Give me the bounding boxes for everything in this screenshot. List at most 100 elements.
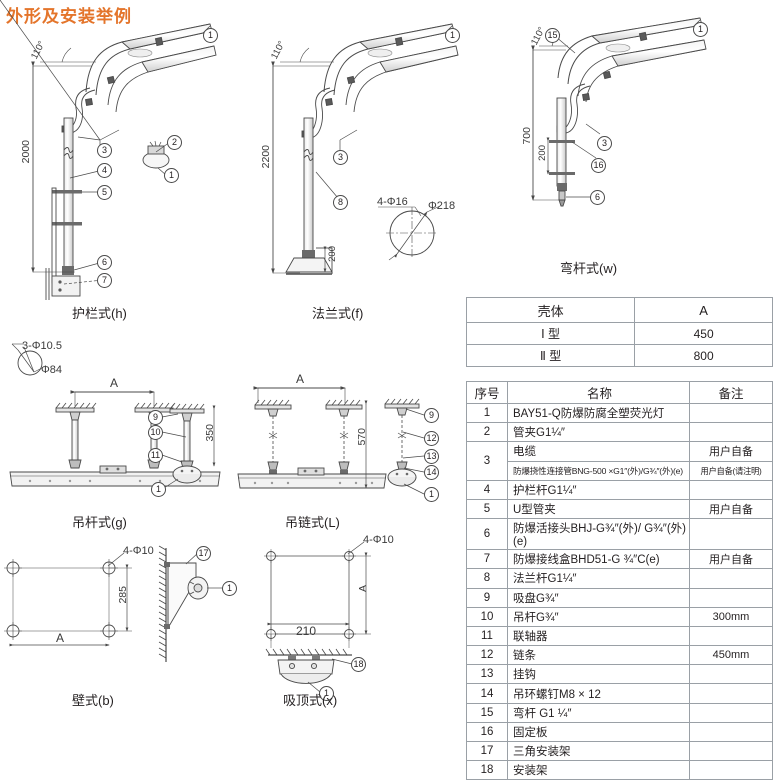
- dim-285-wall: 285: [117, 586, 129, 604]
- part-name: 安装架: [507, 760, 690, 780]
- dim-a-chain: A: [296, 372, 305, 386]
- part-remark: [689, 402, 773, 424]
- table-row: 18 安装架: [466, 760, 773, 780]
- caption-bentpole: 弯杆式(w): [560, 261, 618, 276]
- part-remark: [689, 721, 773, 743]
- part-no: 12: [466, 645, 508, 666]
- balloon-15-bent: 15: [545, 28, 560, 43]
- shell-header-a: A: [634, 297, 773, 323]
- part-name: 联轴器: [507, 625, 690, 647]
- balloon-11-rod: 11: [148, 448, 163, 463]
- table-row: 7 防爆接线盒BHD51-G ¾″C(e) 用户自备: [466, 549, 773, 570]
- part-name: 链条: [507, 645, 690, 666]
- caption-ceiling: 吸顶式(x): [283, 693, 338, 708]
- part-no: 6: [466, 518, 508, 551]
- dim-700-bent: 700: [521, 127, 533, 145]
- table-row-header: 壳体 A: [465, 297, 773, 323]
- part-no: 3: [466, 441, 508, 481]
- part-name: BAY51-Q防爆防腐全塑荧光灯: [507, 402, 690, 424]
- parts-header-remark: 备注: [689, 381, 773, 404]
- table-row: 16 固定板: [466, 721, 773, 743]
- table-row: 4 护栏杆G1¼″: [466, 479, 773, 500]
- caption-guardrail: 护栏式(h): [72, 306, 127, 321]
- dim-350-rod: 350: [204, 424, 216, 442]
- dim-200-bent: 200: [537, 145, 548, 161]
- part-no: 11: [466, 625, 508, 647]
- balloon-1-ceiling: 1: [319, 686, 334, 701]
- part-no: 18: [466, 760, 508, 780]
- part-remark: [689, 683, 773, 704]
- balloon-12-chain: 12: [424, 431, 439, 446]
- part-remark: [689, 568, 773, 589]
- balloon-1-flange: 1: [445, 28, 460, 43]
- part-remark: [689, 587, 773, 608]
- part-name: 防爆接线盒BHD51-G ¾″C(e): [507, 549, 690, 570]
- balloon-9-chain: 9: [424, 408, 439, 423]
- part-remark: 用户自备: [689, 441, 773, 462]
- part-name: 吸盘G¾″: [507, 587, 690, 608]
- balloon-14-chain: 14: [424, 465, 439, 480]
- table-row: Ⅰ 型 450: [465, 322, 773, 345]
- flange-diameter-label: Φ218: [428, 200, 456, 212]
- balloon-1-chain: 1: [424, 487, 439, 502]
- part-remark: 用户自备: [689, 498, 773, 520]
- part-remark: [689, 479, 773, 500]
- part-remark: [689, 740, 773, 762]
- balloon-16-bent: 16: [591, 158, 606, 173]
- part-name: 三角安装架: [507, 740, 690, 762]
- part-no: 10: [466, 606, 508, 627]
- part-name: 护栏杆G1¼″: [507, 479, 690, 500]
- balloon-8-flange: 8: [333, 195, 348, 210]
- part-no: 8: [466, 568, 508, 589]
- parts-list-table: 序号 名称 备注 1 BAY51-Q防爆防腐全塑荧光灯 2 管夹G1¼″ 3 电…: [466, 381, 773, 780]
- dim-3phi105: 3-Φ10.5: [22, 340, 62, 352]
- dim-210-ceiling: 210: [296, 624, 317, 638]
- dim-a-ceiling: A: [357, 585, 369, 593]
- balloon-17-wall: 17: [196, 546, 211, 561]
- part-remark: [689, 702, 773, 723]
- balloon-1-guardrail-lamp: 1: [203, 28, 218, 43]
- part-no: 5: [466, 498, 508, 520]
- parts-header-name: 名称: [507, 381, 690, 404]
- parts-header-no: 序号: [466, 381, 508, 404]
- dim-2200-flange: 2200: [260, 145, 272, 169]
- balloon-13-chain: 13: [424, 449, 439, 464]
- balloon-1-bent: 1: [693, 22, 708, 37]
- shell-type-2: Ⅱ 型: [465, 344, 636, 367]
- table-row: 10 吊杆G¾″ 300mm: [466, 606, 773, 627]
- table-row: 1 BAY51-Q防爆防腐全塑荧光灯: [466, 402, 773, 424]
- caption-chain: 吊链式(L): [285, 515, 340, 530]
- balloon-9-rod: 9: [148, 410, 163, 425]
- balloon-18-ceiling: 18: [351, 657, 366, 672]
- part-name: 管夹G1¼″: [507, 422, 690, 443]
- part-no: 14: [466, 683, 508, 704]
- part-name: 挂钩: [507, 664, 690, 685]
- dim-4phi10-ceiling: 4-Φ10: [363, 534, 394, 546]
- shell-dimensions-table: 壳体 A Ⅰ 型 450 Ⅱ 型 800: [465, 297, 773, 367]
- part-name: 防爆活接头BHJ-G¾″(外)/ G¾″(外)(e): [507, 518, 690, 551]
- balloon-3-bent: 3: [597, 136, 612, 151]
- balloon-7-guardrail: 7: [97, 273, 112, 288]
- technical-drawing-artwork: [0, 0, 707, 693]
- part-no: 17: [466, 740, 508, 762]
- dim-a-wall: A: [56, 631, 65, 645]
- dim-phi84: Φ84: [41, 364, 63, 376]
- balloon-6-bent: 6: [590, 190, 605, 205]
- part-name: 电缆: [507, 441, 690, 462]
- table-row: 15 弯杆 G1 ¼″: [466, 702, 773, 723]
- part-remark: [689, 664, 773, 685]
- table-row-header: 序号 名称 备注: [466, 381, 773, 404]
- part-no: 7: [466, 549, 508, 570]
- table-row: 8 法兰杆G1¼″: [466, 568, 773, 589]
- part-no: 2: [466, 422, 508, 443]
- part-remark: [689, 422, 773, 443]
- part-remark: [689, 518, 773, 551]
- balloon-5-guardrail: 5: [97, 185, 112, 200]
- balloon-3-guardrail: 3: [97, 143, 112, 158]
- part-name: 吊杆G¾″: [507, 606, 690, 627]
- dim-a-rod: A: [110, 376, 119, 390]
- part-name: U型管夹: [507, 498, 690, 520]
- balloon-1-rod: 1: [151, 482, 166, 497]
- part-name: 防爆挠性连接管BNG-500 ×G1″(外)/G¾″(外)(e): [507, 460, 690, 481]
- balloon-6-guardrail: 6: [97, 255, 112, 270]
